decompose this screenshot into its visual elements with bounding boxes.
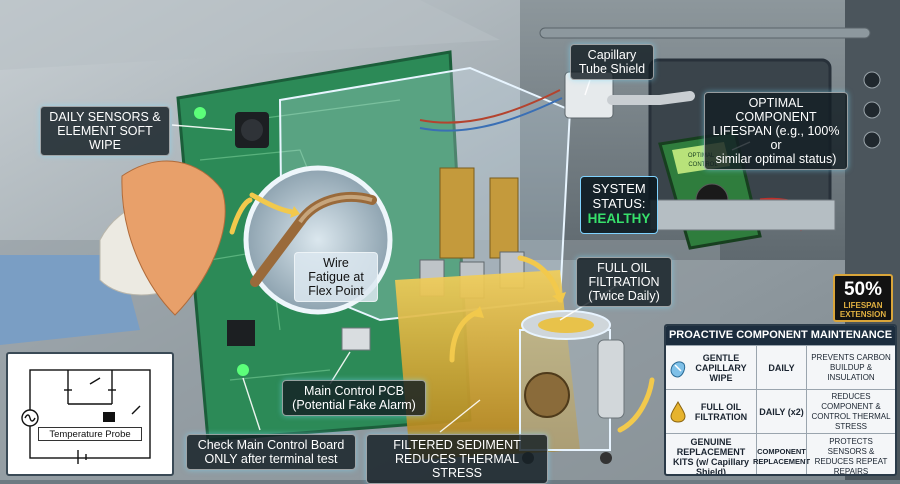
oven-tray: [649, 199, 836, 231]
benefit-cell: REDUCES COMPONENT & CONTROL THERMAL STRE…: [806, 390, 895, 433]
circuit-schematic: [21, 369, 151, 464]
cloth-wipe-icon: [670, 361, 686, 378]
callout-wire-fatigue: Wire Fatigue at Flex Point: [294, 252, 378, 302]
badge-value: 50%: [843, 279, 883, 300]
lifespan-extension-badge: 50% LIFESPAN EXTENSION: [833, 274, 893, 322]
frequency-cell: DAILY: [756, 346, 806, 389]
table-row: GENUINE REPLACEMENT KITS (w/ Capillary S…: [666, 433, 895, 476]
callout-capillary-shield: Capillary Tube Shield: [570, 44, 654, 80]
maintenance-table: PROACTIVE COMPONENT MAINTENANCE GENTLE C…: [664, 324, 897, 476]
callout-daily-sensors: DAILY SENSORS & ELEMENT SOFT WIPE: [40, 106, 170, 156]
pcb-status-led: [194, 107, 206, 119]
frequency-cell: DAILY (x2): [756, 390, 806, 433]
meter-screen-line1: OPTIMAL: [688, 153, 715, 159]
sediment-filter: [524, 372, 570, 418]
benefit-cell: PREVENTS CARBON BUILDUP & INSULATION: [806, 346, 895, 389]
inset-label: Temperature Probe: [38, 427, 142, 441]
pcb-connector: [341, 327, 371, 351]
table-title: PROACTIVE COMPONENT MAINTENANCE: [666, 326, 895, 345]
pcb-chip: [227, 320, 255, 346]
frequency-cell: COMPONENT REPLACEMENT: [753, 434, 810, 474]
status-value: HEALTHY: [587, 211, 651, 226]
status-label-line2: STATUS:: [592, 196, 646, 211]
flow-arrows: [229, 192, 655, 433]
table-row: FULL OIL FILTRATION DAILY (x2) REDUCES C…: [666, 389, 895, 433]
callout-full-oil-filtration: FULL OIL FILTRATION (Twice Daily): [576, 257, 672, 307]
callout-check-main-board: Check Main Control Board ONLY after term…: [186, 434, 356, 470]
oven-rod: [539, 27, 871, 39]
badge-line2: EXTENSION: [839, 310, 887, 319]
callout-optimal-lifespan: OPTIMAL COMPONENT LIFESPAN (e.g., 100% o…: [704, 92, 848, 170]
status-label-line1: SYSTEM: [592, 181, 646, 196]
oil-filter-cart: [519, 310, 625, 464]
meter-screen-line2: CONTROL: [688, 162, 718, 168]
oil-drop-icon: [670, 400, 686, 423]
pcb-status-led: [237, 364, 249, 376]
task-label: GENUINE REPLACEMENT KITS (w/ Capillary S…: [672, 436, 750, 476]
gloved-hand-wiping: [0, 160, 226, 345]
badge-line1: LIFESPAN: [843, 301, 883, 310]
benefit-cell: PROTECTS SENSORS & REDUCES REPEAT REPAIR…: [806, 434, 895, 474]
capillary-tube: [607, 91, 695, 105]
oil-filter-canister: [597, 339, 625, 419]
terminal-bracket: [489, 177, 519, 259]
temperature-probe-circuit-inset: Temperature Probe: [6, 352, 174, 476]
callout-filtered-sediment: FILTERED SEDIMENT REDUCES THERMAL STRESS: [366, 434, 548, 484]
system-status-panel: SYSTEM STATUS: HEALTHY: [580, 176, 658, 234]
table-row: GENTLE CAPILLARY WIPE DAILY PREVENTS CAR…: [666, 345, 895, 389]
task-label: FULL OIL FILTRATION: [694, 401, 748, 422]
task-label: GENTLE CAPILLARY WIPE: [695, 352, 747, 383]
callout-main-control-pcb: Main Control PCB (Potential Fake Alarm): [282, 380, 426, 416]
cleaning-cloth: [121, 160, 226, 316]
terminal-bracket: [439, 167, 475, 259]
